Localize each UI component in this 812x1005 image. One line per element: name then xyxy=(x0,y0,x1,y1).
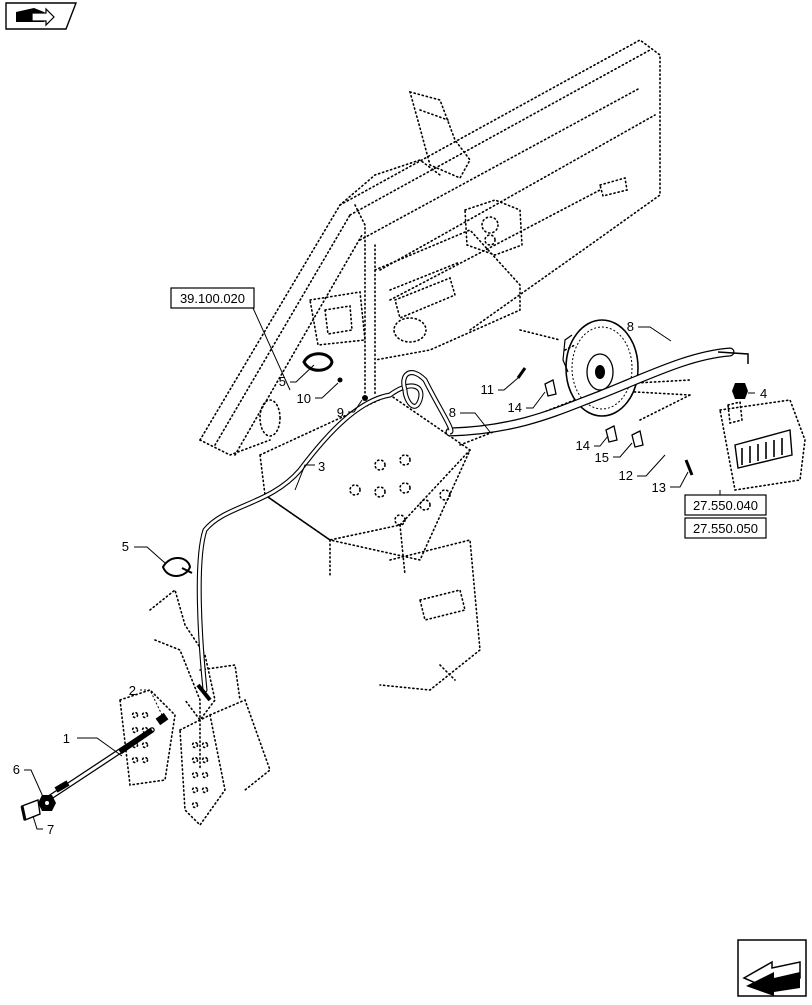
callout-6: 6 xyxy=(13,762,20,777)
callout-5-upper: 5 xyxy=(279,374,286,389)
book-navigation-icon[interactable] xyxy=(5,2,78,30)
callout-1: 1 xyxy=(63,731,70,746)
callout-12: 12 xyxy=(619,468,633,483)
callout-2: 2 xyxy=(129,683,136,698)
right-bracket-drawing xyxy=(719,399,806,491)
part-cap-7 xyxy=(20,799,41,821)
part-tie-5-upper xyxy=(302,352,334,372)
callout-3: 3 xyxy=(318,459,325,474)
part-tie-5-lower xyxy=(161,557,193,577)
reference-27-550-050-text: 27.550.050 xyxy=(693,521,758,536)
callout-14-upper: 14 xyxy=(508,400,522,415)
hose-3 xyxy=(196,370,454,702)
part-clips-14-15 xyxy=(516,367,694,476)
callout-11: 11 xyxy=(481,382,495,397)
callout-8-upper: 8 xyxy=(627,319,634,334)
part-rod-1 xyxy=(43,727,155,803)
next-page-arrow-icon[interactable] xyxy=(737,939,807,997)
callout-9: 9 xyxy=(337,405,344,420)
part-fasteners-9-10 xyxy=(337,377,368,401)
callout-7: 7 xyxy=(47,822,54,837)
callout-10: 10 xyxy=(297,391,311,406)
callout-13: 13 xyxy=(652,480,666,495)
callout-5-lower: 5 xyxy=(122,539,129,554)
machine-frame-drawing xyxy=(119,39,691,827)
callout-labels: 1 2 3 4 5 5 6 7 8 8 9 10 11 12 13 14 14 … xyxy=(13,319,767,837)
leader-lines xyxy=(24,307,755,830)
callout-8-lower: 8 xyxy=(449,405,456,420)
reference-27-550-040-text: 27.550.040 xyxy=(693,498,758,513)
reference-link-27-550-050[interactable]: 27.550.050 xyxy=(684,517,767,539)
reference-link-27-550-040[interactable]: 27.550.040 xyxy=(684,494,767,516)
part-nut-6 xyxy=(38,795,56,811)
callout-4: 4 xyxy=(760,386,767,401)
callout-14-lower: 14 xyxy=(576,438,590,453)
hose-8 xyxy=(445,347,749,437)
reference-39-100-020-text: 39.100.020 xyxy=(180,291,245,306)
part-fitting-2 xyxy=(155,712,169,726)
fan-pulley-drawing xyxy=(562,319,639,417)
reference-link-39-100-020[interactable]: 39.100.020 xyxy=(170,287,255,309)
part-fitting-4 xyxy=(732,383,748,399)
callout-15: 15 xyxy=(595,450,609,465)
